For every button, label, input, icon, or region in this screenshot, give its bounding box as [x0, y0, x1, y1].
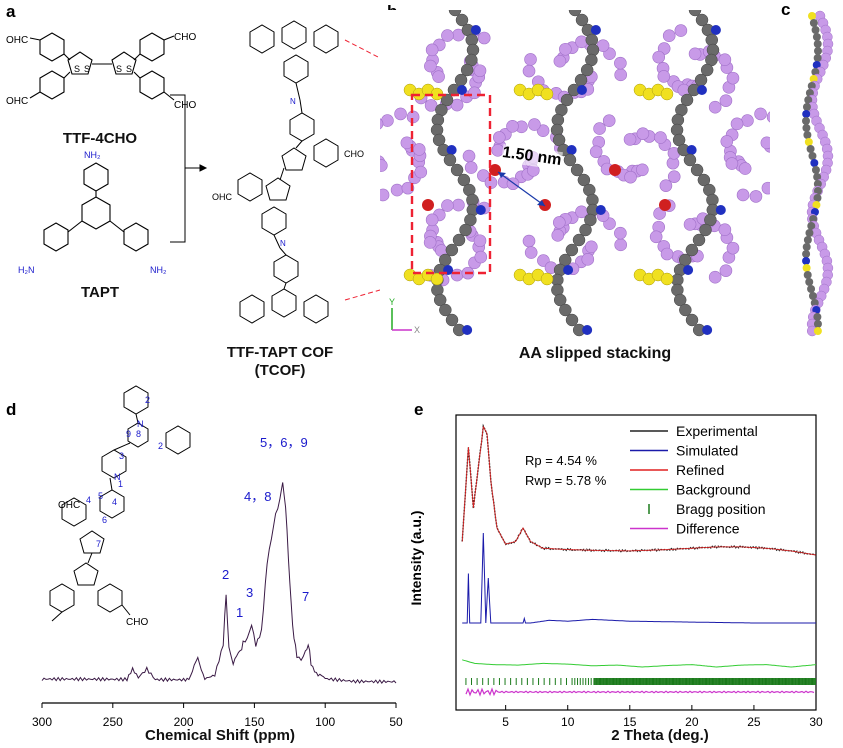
cof-side-view [802, 10, 834, 337]
nmr-peak-label: 4，8 [244, 489, 271, 504]
zoom-line-bottom [344, 289, 380, 301]
pxrd-refined-line [461, 425, 817, 556]
nmr-axis: 300 250 200 150 100 50 [32, 702, 403, 729]
nmr-peak-label: 2 [222, 567, 229, 582]
svg-text:N: N [280, 239, 286, 248]
svg-text:N: N [114, 472, 121, 482]
legend-entry: Difference [676, 521, 740, 537]
ttf-4cho-structure [29, 32, 175, 101]
nmr-tick-label: 300 [32, 715, 52, 729]
pxrd-tick-label: 10 [561, 715, 575, 729]
nmr-peak-label: 3 [246, 585, 253, 600]
svg-text:2: 2 [158, 441, 163, 451]
legend-entry: Background [676, 482, 751, 498]
svg-text:Y: Y [389, 297, 395, 307]
pxrd-tick-label: 30 [809, 715, 823, 729]
nmr-peak-labels: 5，6，9 4，8 2 31 7 [222, 435, 309, 620]
svg-text:N: N [137, 419, 144, 429]
label-aa-stacking: AA slipped stacking [518, 345, 672, 362]
pxrd-ylabel: Intensity (a.u.) [408, 510, 424, 606]
label-tcof-line1: TTF-TAPT COF [226, 344, 334, 361]
pxrd-axis: 5 10 15 20 25 30 [502, 705, 823, 729]
nmr-cho: CHO [126, 617, 148, 628]
ttf-ohc-2: OHC [6, 96, 28, 107]
svg-text:3: 3 [119, 451, 124, 461]
nmr-peak-label: 7 [302, 589, 309, 604]
label-ttf-4cho: TTF-4CHO [62, 130, 138, 147]
pxrd-chart: 5 10 15 20 25 30 Rp = 4.54 % Rwp = 5.78 % Exp… [455, 414, 823, 729]
svg-text:8: 8 [136, 429, 141, 439]
nmr-ohc: OHC [58, 500, 80, 511]
pxrd-bragg-ticks [465, 678, 817, 685]
svg-text:5: 5 [98, 491, 103, 501]
panel-c-letter: c [781, 0, 791, 19]
pxrd-tick-label: 25 [747, 715, 761, 729]
legend-entry: Simulated [676, 443, 738, 459]
svg-text:6: 6 [102, 515, 107, 525]
legend-entry: Bragg position [676, 501, 766, 517]
svg-text:9: 9 [126, 429, 131, 439]
ttf-cho-1: CHO [174, 32, 196, 43]
svg-text:2: 2 [145, 395, 150, 405]
tapt-structure [43, 162, 149, 252]
legend-entry: Refined [676, 462, 724, 478]
svg-text:4: 4 [112, 497, 117, 507]
svg-text:4: 4 [86, 495, 91, 505]
nmr-tick-label: 50 [389, 715, 403, 729]
label-tapt: TAPT [80, 284, 120, 301]
pxrd-tick-label: 20 [685, 715, 699, 729]
pxrd-frame [455, 414, 817, 711]
pxrd-xlabel: 2 Theta (deg.) [611, 727, 709, 744]
pxrd-experimental-line [461, 423, 817, 557]
svg-text:S: S [84, 64, 90, 74]
ttf-ohc-1: OHC [6, 35, 28, 46]
panel-e-letter: e [414, 400, 424, 419]
svg-text:S: S [116, 64, 122, 74]
nmr-molecule [49, 385, 191, 622]
pxrd-background-line [462, 659, 817, 668]
pxrd-rp: Rp = 4.54 % [525, 453, 597, 468]
nmr-tick-label: 150 [244, 715, 264, 729]
svg-text:7: 7 [96, 539, 101, 549]
svg-text:1: 1 [118, 479, 123, 489]
zoom-line-top [344, 39, 380, 59]
tcof-cho: CHO [344, 149, 364, 159]
pxrd-tick-label: 5 [502, 715, 509, 729]
nmr-tick-label: 100 [315, 715, 335, 729]
legend-entry: Experimental [676, 423, 758, 439]
cof-framework-view: YX [380, 10, 770, 340]
svg-text:S: S [126, 64, 132, 74]
nmr-xlabel: Chemical Shift (ppm) [144, 727, 295, 744]
pxrd-tick-label: 15 [623, 715, 637, 729]
tcof-ohc: OHC [212, 192, 233, 202]
pxrd-difference-line [465, 687, 815, 697]
pxrd-simulated-line [462, 532, 816, 624]
svg-text:X: X [414, 325, 420, 335]
nmr-spectrum-line [41, 482, 397, 685]
svg-text:S: S [74, 64, 80, 74]
nmr-peak-label: 5，6，9 [260, 435, 308, 450]
panel-d-letter: d [6, 400, 17, 419]
reaction-bracket [170, 94, 208, 243]
panel-a-letter: a [6, 2, 16, 21]
nmr-tick-label: 250 [103, 715, 123, 729]
pxrd-legend: ExperimentalSimulatedRefinedBackgroundBr… [630, 423, 766, 537]
nmr-peak-label: 1 [236, 605, 243, 620]
pxrd-rwp: Rwp = 5.78 % [525, 473, 607, 488]
tapt-nh2-top: NH₂ [84, 150, 101, 160]
nmr-tick-label: 200 [174, 715, 194, 729]
label-tcof-line2: (TCOF) [254, 362, 306, 379]
tapt-h2n: H₂N [18, 265, 35, 275]
tcof-structure [237, 20, 339, 324]
svg-text:N: N [290, 97, 296, 106]
tapt-nh2-right: NH₂ [150, 265, 167, 275]
